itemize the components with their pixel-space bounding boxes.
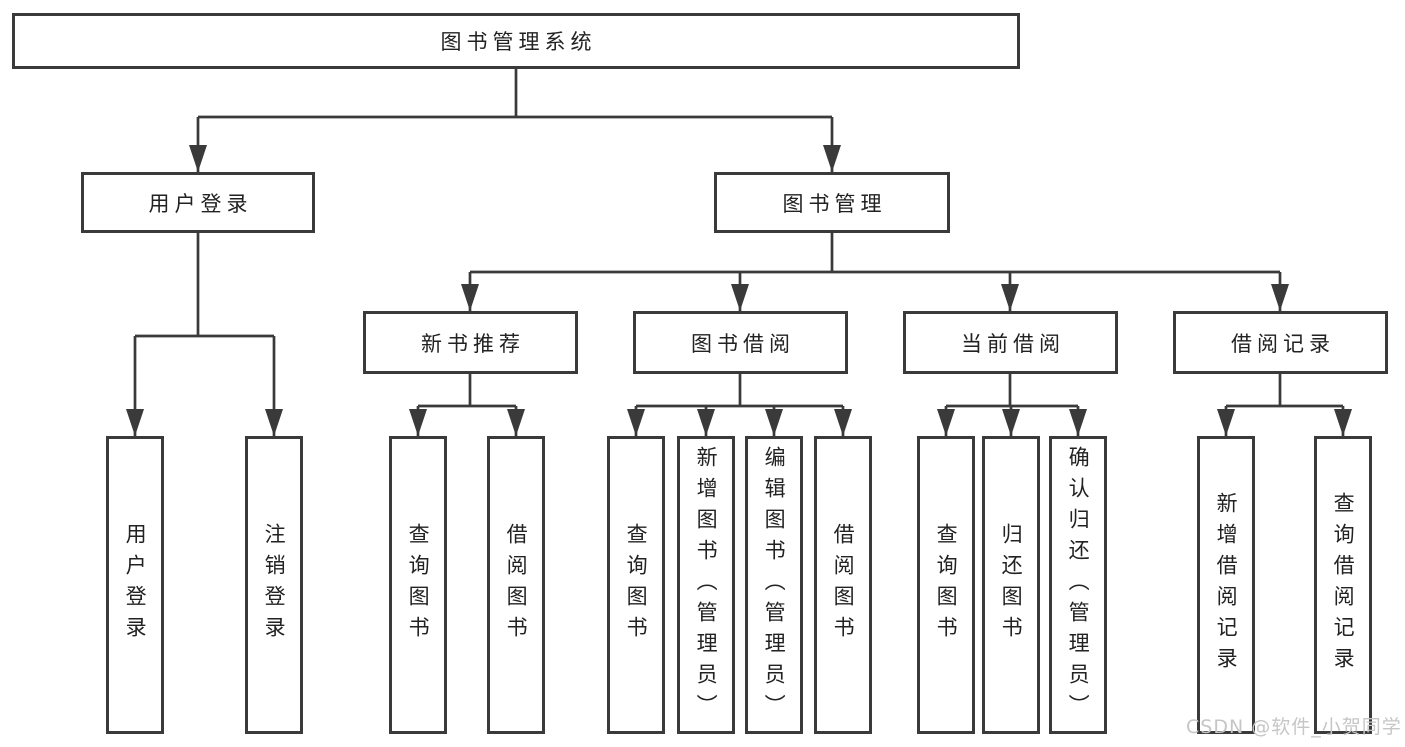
node-book-management: 图书管理 bbox=[714, 172, 950, 233]
leaf-logout: 注销登录 bbox=[245, 436, 303, 734]
node-label: 确认归还（管理员） bbox=[1066, 445, 1091, 725]
node-label: 新书推荐 bbox=[421, 331, 525, 356]
node-book-borrowing: 图书借阅 bbox=[633, 311, 848, 374]
node-label: 查询图书 bbox=[406, 523, 431, 647]
leaf-records-query-record: 查询借阅记录 bbox=[1314, 436, 1372, 734]
node-library-management-system: 图书管理系统 bbox=[12, 13, 1020, 69]
node-label: 归还图书 bbox=[999, 523, 1024, 647]
node-label: 借阅图书 bbox=[831, 523, 856, 647]
node-label: 新增借阅记录 bbox=[1214, 492, 1239, 678]
leaf-borrowing-query-books: 查询图书 bbox=[607, 436, 665, 734]
node-label: 当前借阅 bbox=[961, 331, 1065, 356]
node-label: 用户登录 bbox=[123, 523, 148, 647]
node-label: 用户登录 bbox=[148, 191, 253, 216]
leaf-records-add-record: 新增借阅记录 bbox=[1197, 436, 1255, 734]
leaf-newrec-borrow-books: 借阅图书 bbox=[487, 436, 545, 734]
watermark-csdn: CSDN @软件_小贺同学 bbox=[1186, 716, 1402, 738]
node-new-book-recommendation: 新书推荐 bbox=[363, 311, 578, 374]
node-user-login: 用户登录 bbox=[81, 172, 315, 233]
leaf-current-query-books: 查询图书 bbox=[917, 436, 975, 734]
node-label: 查询借阅记录 bbox=[1331, 492, 1356, 678]
leaf-user-login: 用户登录 bbox=[106, 436, 164, 734]
node-borrowing-records: 借阅记录 bbox=[1173, 311, 1388, 374]
leaf-borrowing-edit-books-admin: 编辑图书（管理员） bbox=[745, 436, 803, 734]
node-current-borrowing: 当前借阅 bbox=[903, 311, 1118, 374]
leaf-newrec-query-books: 查询图书 bbox=[389, 436, 447, 734]
leaf-borrowing-add-books-admin: 新增图书（管理员） bbox=[677, 436, 735, 734]
node-label: 借阅图书 bbox=[504, 523, 529, 647]
node-label: 图书管理系统 bbox=[440, 30, 597, 54]
node-label: 查询图书 bbox=[934, 523, 959, 647]
node-label: 图书借阅 bbox=[691, 331, 795, 356]
node-label: 借阅记录 bbox=[1231, 331, 1335, 356]
leaf-borrowing-borrow-books: 借阅图书 bbox=[814, 436, 872, 734]
node-label: 编辑图书（管理员） bbox=[762, 445, 787, 725]
node-label: 注销登录 bbox=[262, 523, 287, 647]
node-label: 图书管理 bbox=[782, 191, 887, 216]
leaf-current-return-books: 归还图书 bbox=[982, 436, 1040, 734]
node-label: 新增图书（管理员） bbox=[694, 445, 719, 725]
node-label: 查询图书 bbox=[624, 523, 649, 647]
leaf-current-confirm-return-admin: 确认归还（管理员） bbox=[1049, 436, 1107, 734]
